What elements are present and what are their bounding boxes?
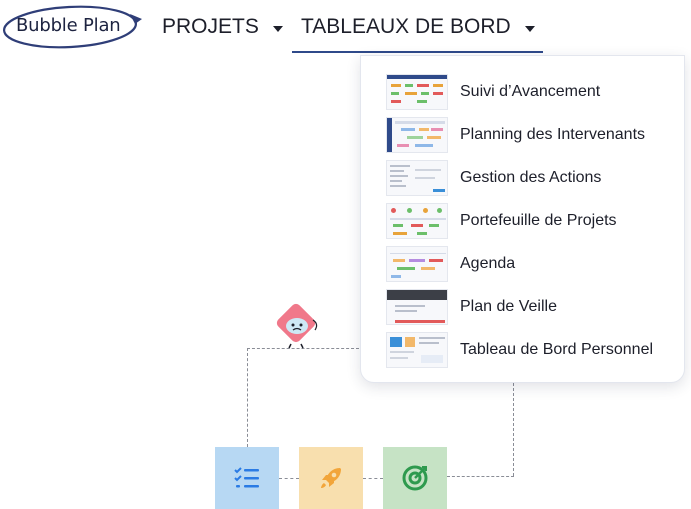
menu-item-portefeuille-projets[interactable]: Portefeuille de Projets: [386, 202, 681, 240]
logo-text: Bubble Plan: [16, 15, 121, 36]
target-tile: [383, 447, 447, 509]
menu-item-agenda[interactable]: Agenda: [386, 245, 681, 283]
nav-tableaux-label: TABLEAUX DE BORD: [301, 15, 511, 38]
menu-item-tableau-bord-personnel[interactable]: Tableau de Bord Personnel: [386, 331, 681, 369]
dashboard-thumbnail: [386, 203, 448, 239]
menu-item-label: Agenda: [460, 255, 516, 272]
menu-item-label: Planning des Intervenants: [460, 126, 646, 143]
mascot-character: [271, 300, 323, 357]
connector-line: [247, 348, 359, 349]
bubble-plan-logo[interactable]: Bubble Plan: [2, 4, 142, 49]
menu-item-label: Portefeuille de Projets: [460, 212, 617, 229]
menu-item-label: Tableau de Bord Personnel: [460, 341, 654, 358]
dashboard-thumbnail: [386, 160, 448, 196]
connector-line: [363, 478, 383, 479]
menu-item-suivi-avancement[interactable]: Suivi d’Avancement: [386, 73, 681, 111]
menu-item-label: Suivi d’Avancement: [460, 83, 601, 100]
connector-line: [513, 383, 514, 476]
dashboard-thumbnail: [386, 74, 448, 110]
dashboard-thumbnail: [386, 246, 448, 282]
nav-projets[interactable]: PROJETS: [162, 13, 283, 41]
dashboard-thumbnail: [386, 289, 448, 325]
target-icon: [402, 465, 428, 491]
checklist-icon: [234, 467, 259, 488]
logo-swoosh-icon: [2, 5, 142, 49]
dashboard-thumbnail: [386, 332, 448, 368]
connector-line: [247, 348, 248, 447]
connector-line: [279, 478, 299, 479]
tableaux-de-bord-dropdown: Suivi d’Avancement Planning des Interven…: [360, 55, 685, 383]
nav-tableaux-de-bord[interactable]: TABLEAUX DE BORD: [301, 13, 535, 41]
connector-line: [447, 476, 514, 477]
menu-item-label: Gestion des Actions: [460, 169, 602, 186]
menu-item-planning-intervenants[interactable]: Planning des Intervenants: [386, 116, 681, 154]
chevron-down-icon: [272, 25, 283, 32]
rocket-tile: [299, 447, 363, 509]
menu-item-gestion-actions[interactable]: Gestion des Actions: [386, 159, 681, 197]
menu-item-plan-de-veille[interactable]: Plan de Veille: [386, 288, 681, 326]
active-nav-underline: [292, 51, 543, 53]
dashboard-thumbnail: [386, 117, 448, 153]
menu-item-label: Plan de Veille: [460, 298, 557, 315]
chevron-down-icon: [524, 25, 535, 32]
nav-projets-label: PROJETS: [162, 15, 259, 38]
checklist-tile: [215, 447, 279, 509]
rocket-icon: [321, 468, 341, 488]
